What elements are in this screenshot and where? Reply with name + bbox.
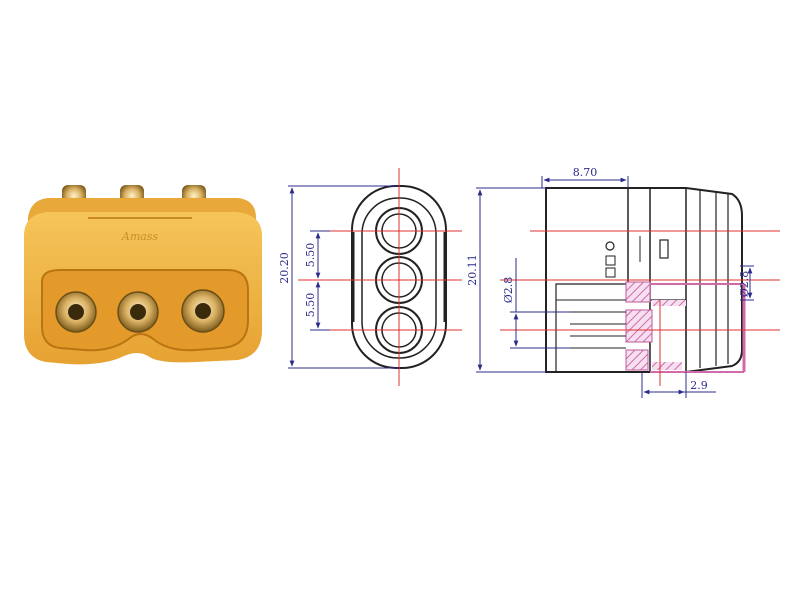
side-top-width-dimension: 8.70: [573, 166, 598, 179]
front-height-dimension: 20.20: [278, 252, 291, 284]
side-section-drawing: 20.11 8.70 Ø2.8 Ø2.8 2.9: [466, 166, 780, 398]
front-centerlines: [298, 168, 462, 386]
front-view-drawing: 20.20 5.50 5.50: [278, 168, 462, 386]
side-outline: [545, 187, 743, 373]
front-pitch-top-dimension: 5.50: [304, 243, 317, 268]
side-height-dimension: 20.11: [466, 254, 479, 286]
side-bottom-width-dimension: 2.9: [690, 379, 708, 392]
side-right-diameter-dimension: Ø2.8: [738, 271, 751, 298]
side-left-diameter-dimension: Ø2.8: [502, 277, 515, 304]
embossed-logo: Amass: [121, 230, 159, 243]
connector-photo: Amass: [24, 185, 262, 365]
front-pitch-bottom-dimension: 5.50: [304, 293, 317, 318]
socket-contacts: [55, 289, 225, 333]
section-cutaway: [555, 281, 746, 373]
side-centerlines: [500, 230, 780, 386]
